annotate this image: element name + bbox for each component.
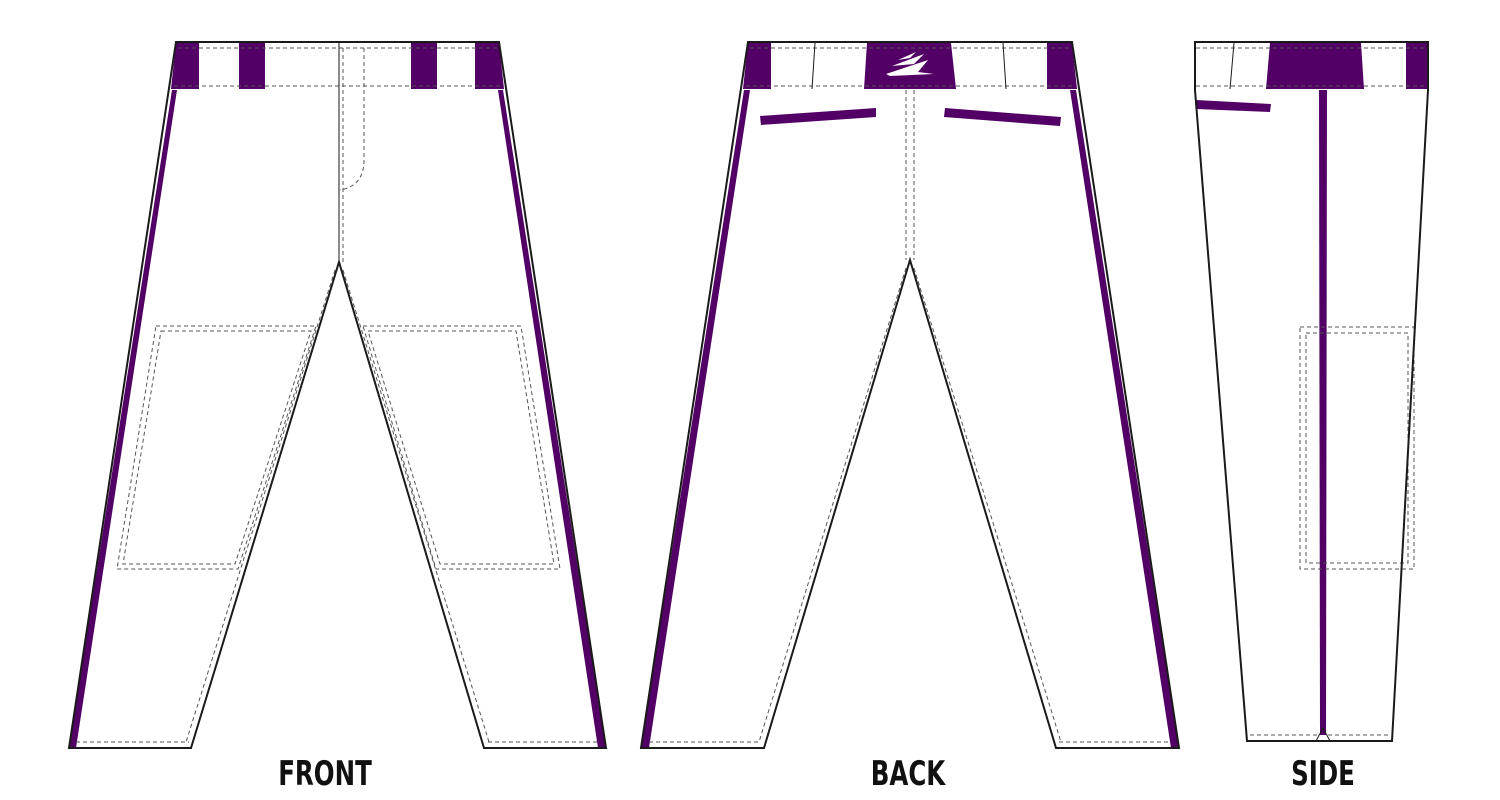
front-right-side-stripe [498, 90, 606, 748]
front-belt-loop-3 [411, 43, 437, 89]
back-view-label: BACK [870, 754, 946, 794]
front-waistband [171, 42, 504, 90]
back-outline [639, 41, 1181, 749]
front-right-inseam-stitch [342, 269, 490, 743]
back-belt-loop-left [743, 43, 771, 89]
trident-logo-icon [886, 52, 934, 76]
side-hem-notch [1315, 726, 1331, 742]
back-right-pocket-welt [944, 108, 1061, 126]
side-stripe [1319, 90, 1327, 735]
back-belt-loop-right [1047, 43, 1077, 89]
front-right-knee-pad [362, 325, 561, 570]
front-left-side-stripe [69, 90, 177, 748]
side-leg [1195, 90, 1428, 741]
side-view [1194, 41, 1429, 742]
back-waistband-seam-left [811, 42, 816, 90]
front-left-knee-pad-inner [122, 330, 312, 565]
front-fly-curve [339, 48, 365, 191]
back-left-leg [641, 90, 910, 748]
front-belt-loop-4 [475, 43, 504, 89]
front-right-leg [339, 90, 606, 748]
front-view-label: FRONT [278, 754, 372, 794]
front-belt-loop-1 [171, 43, 199, 89]
back-right-side-stripe [1070, 90, 1179, 748]
side-center-waist-panel [1266, 43, 1364, 89]
front-left-leg [69, 90, 339, 748]
side-knee-pad [1299, 326, 1415, 570]
back-left-side-stripe [641, 90, 750, 748]
front-left-inseam-stitch [185, 269, 336, 743]
front-belt-loop-2 [239, 43, 265, 89]
front-left-knee-pad [116, 325, 317, 570]
front-right-knee-pad-inner [367, 330, 555, 565]
side-belt-loop [1406, 43, 1428, 89]
back-waistband-seam-right [1002, 42, 1007, 90]
side-outline [1194, 41, 1429, 742]
front-view [67, 41, 608, 749]
front-outline [67, 41, 608, 749]
side-waistband-seam [1229, 42, 1235, 90]
back-left-pocket-welt [760, 108, 876, 125]
side-view-label: SIDE [1291, 754, 1355, 794]
back-left-inseam-stitch [758, 267, 907, 743]
back-view [639, 41, 1181, 749]
back-right-leg [910, 90, 1179, 748]
side-pocket-welt [1196, 100, 1271, 112]
back-right-inseam-stitch [913, 267, 1062, 743]
